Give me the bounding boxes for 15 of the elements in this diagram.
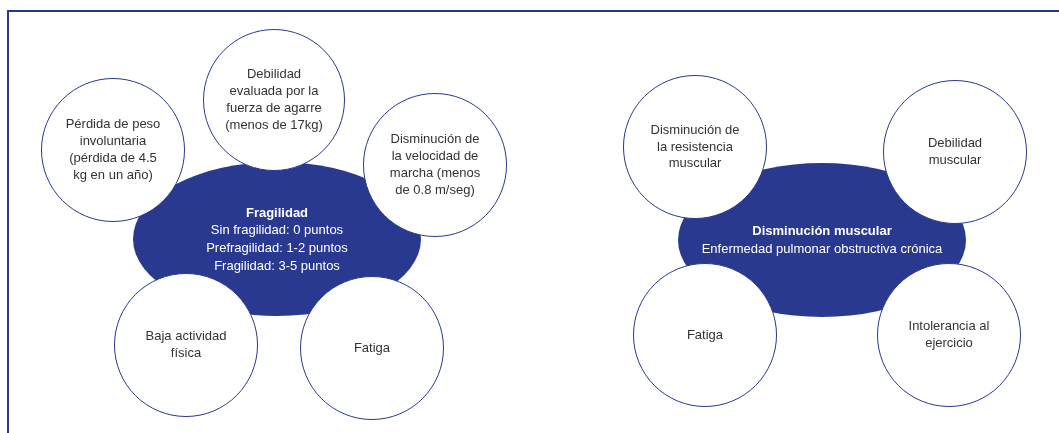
circle-label: Fatiga: [686, 326, 724, 344]
circle-label: Disminución de la velocidad de marcha (menos de 0.8 m/seg): [388, 131, 482, 199]
ellipse-text: Enfermedad pulmonar obstructiva crónica: [701, 240, 943, 258]
circle-label: Fatiga: [353, 339, 391, 357]
circle-label: Debilidad evaluada por la fuerza de agarre (menos de 17kg): [224, 66, 324, 134]
circle-label: Baja actividad física: [144, 328, 228, 362]
ellipse-text: Fragilidad: 3-5 puntos: [214, 256, 340, 275]
ellipse-text: Prefragilidad: 1-2 puntos: [206, 239, 348, 257]
circle-label: Debilidad muscular: [926, 135, 984, 169]
ellipse-heading: Disminución muscular: [752, 222, 892, 240]
circle-label: Intolerancia al ejercicio: [907, 318, 991, 352]
ellipse-text: Sin fragilidad: 0 puntos: [210, 221, 344, 239]
circle-label: Disminución de la resistencia muscular: [649, 121, 741, 173]
circle-label: Pérdida de peso involuntaria (pérdida de 4.5 kg en un año): [64, 116, 162, 184]
ellipse-heading: Fragilidad: [245, 203, 309, 222]
